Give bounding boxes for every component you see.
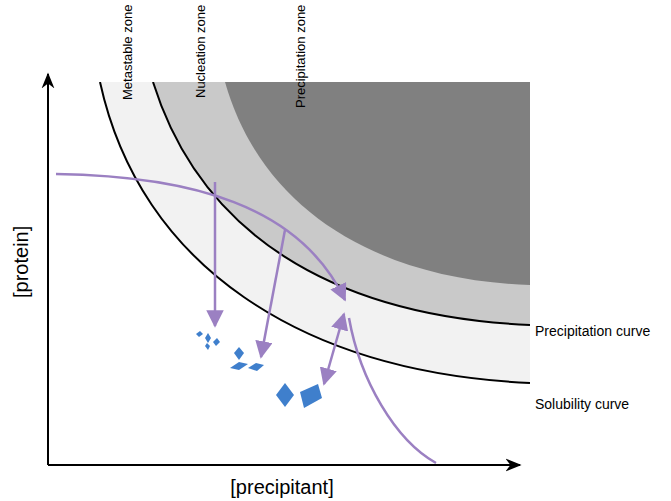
- crystal: [230, 362, 248, 370]
- path-arrow: [261, 230, 285, 357]
- path-arrow: [324, 314, 344, 384]
- solubility-curve: [100, 82, 530, 383]
- axis-title: [precipitant]: [230, 476, 333, 498]
- crystal: [196, 331, 203, 337]
- nucleation-region: [153, 82, 530, 325]
- crystal: [213, 338, 220, 346]
- path-arrow: [214, 182, 217, 326]
- path-curve: [56, 174, 345, 300]
- precipitation-region: [225, 82, 530, 285]
- x-axis: [48, 464, 520, 466]
- zone-label: Metastable zone: [121, 5, 135, 100]
- curve-label: Precipitation curve: [535, 324, 650, 339]
- zone-label: Precipitation zone: [294, 5, 308, 108]
- path-curve: [349, 318, 436, 463]
- crystal: [276, 383, 294, 407]
- crystal: [234, 347, 244, 360]
- precipitation-curve: [153, 82, 530, 325]
- curve-label: Solubility curve: [535, 397, 629, 412]
- metastable-region: [100, 82, 530, 383]
- y-axis: [47, 74, 49, 465]
- crystal: [300, 384, 322, 408]
- zone-label: Nucleation zone: [194, 5, 208, 98]
- crystal: [248, 363, 264, 371]
- crystal: [205, 343, 210, 350]
- crystal: [205, 333, 211, 343]
- axis-title: [protein]: [10, 226, 32, 298]
